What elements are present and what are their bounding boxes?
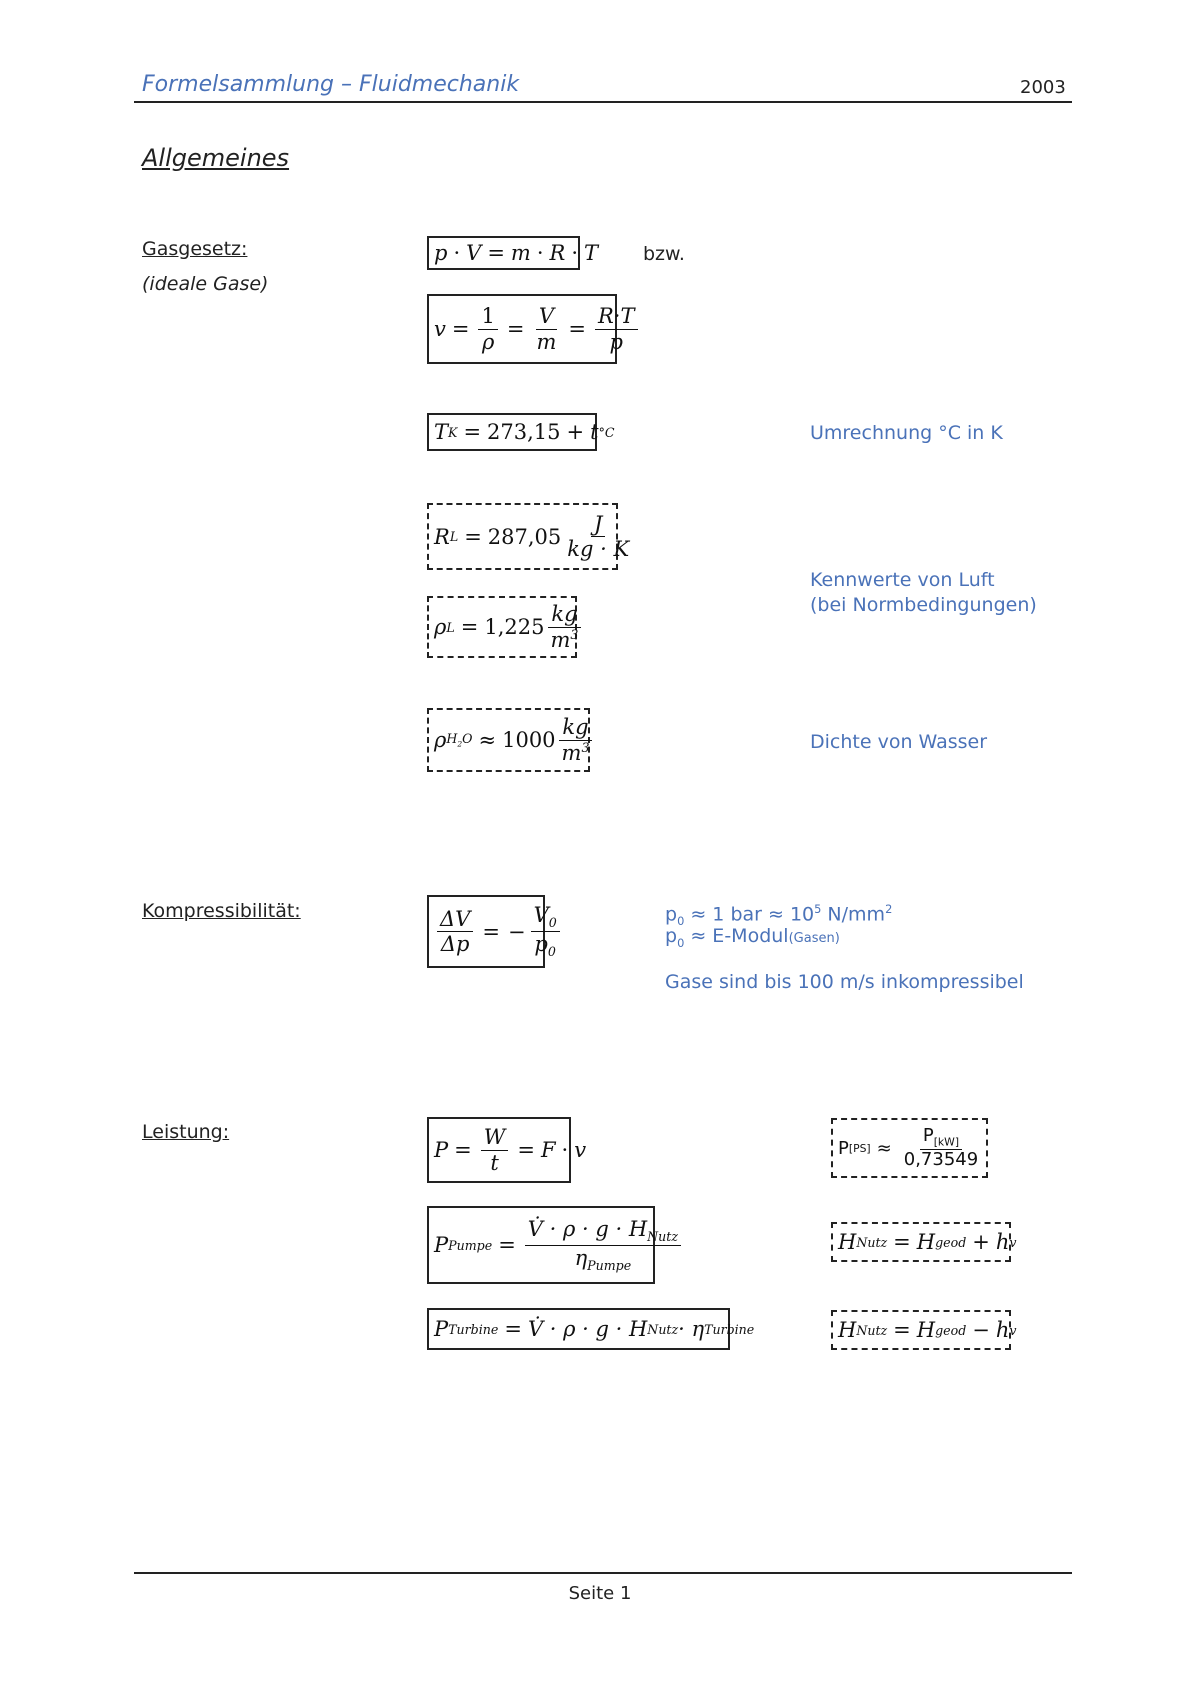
gas-law-sublabel: (ideale Gase) [142, 273, 269, 295]
page-number: Seite 1 [568, 1583, 632, 1604]
bzw-text: bzw. [643, 243, 685, 265]
rho-water-value: 1000 [502, 728, 556, 752]
compressibility-note-3: Gase sind bis 100 m/s inkompressibel [665, 971, 1024, 993]
rho-air-value: 1,225 [484, 615, 545, 639]
gas-law-label: Gasgesetz: [142, 238, 248, 260]
r-air-value: 287,05 [487, 524, 562, 549]
formula-ps-conversion: P[PS]≈P[kW]0,73549 [831, 1118, 988, 1178]
document-header-title: Formelsammlung – Fluidmechanik [142, 72, 520, 97]
ps-divisor: 0,73549 [903, 1148, 979, 1170]
compressibility-note-1: p0 ≈ 1 bar ≈ 105 N/mm2 [665, 902, 893, 929]
formula-ideal-gas: p·V=m·R·T [427, 236, 598, 270]
water-note: Dichte von Wasser [810, 731, 988, 753]
header-rule [134, 101, 1072, 103]
tk-value: 273,15 [487, 420, 561, 444]
air-note-line1: Kennwerte von Luft [810, 569, 995, 591]
footer-rule [134, 1572, 1072, 1574]
air-note-line2: (bei Normbedingungen) [810, 594, 1037, 616]
compressibility-label: Kompressibilität: [142, 900, 301, 922]
power-label: Leistung: [142, 1121, 230, 1143]
document-header-year: 2003 [1020, 77, 1066, 98]
compressibility-note-2: p0 ≈ E-Modul(Gasen) [665, 925, 840, 950]
section-title: Allgemeines [142, 144, 290, 172]
conversion-note: Umrechnung °C in K [810, 422, 1003, 444]
